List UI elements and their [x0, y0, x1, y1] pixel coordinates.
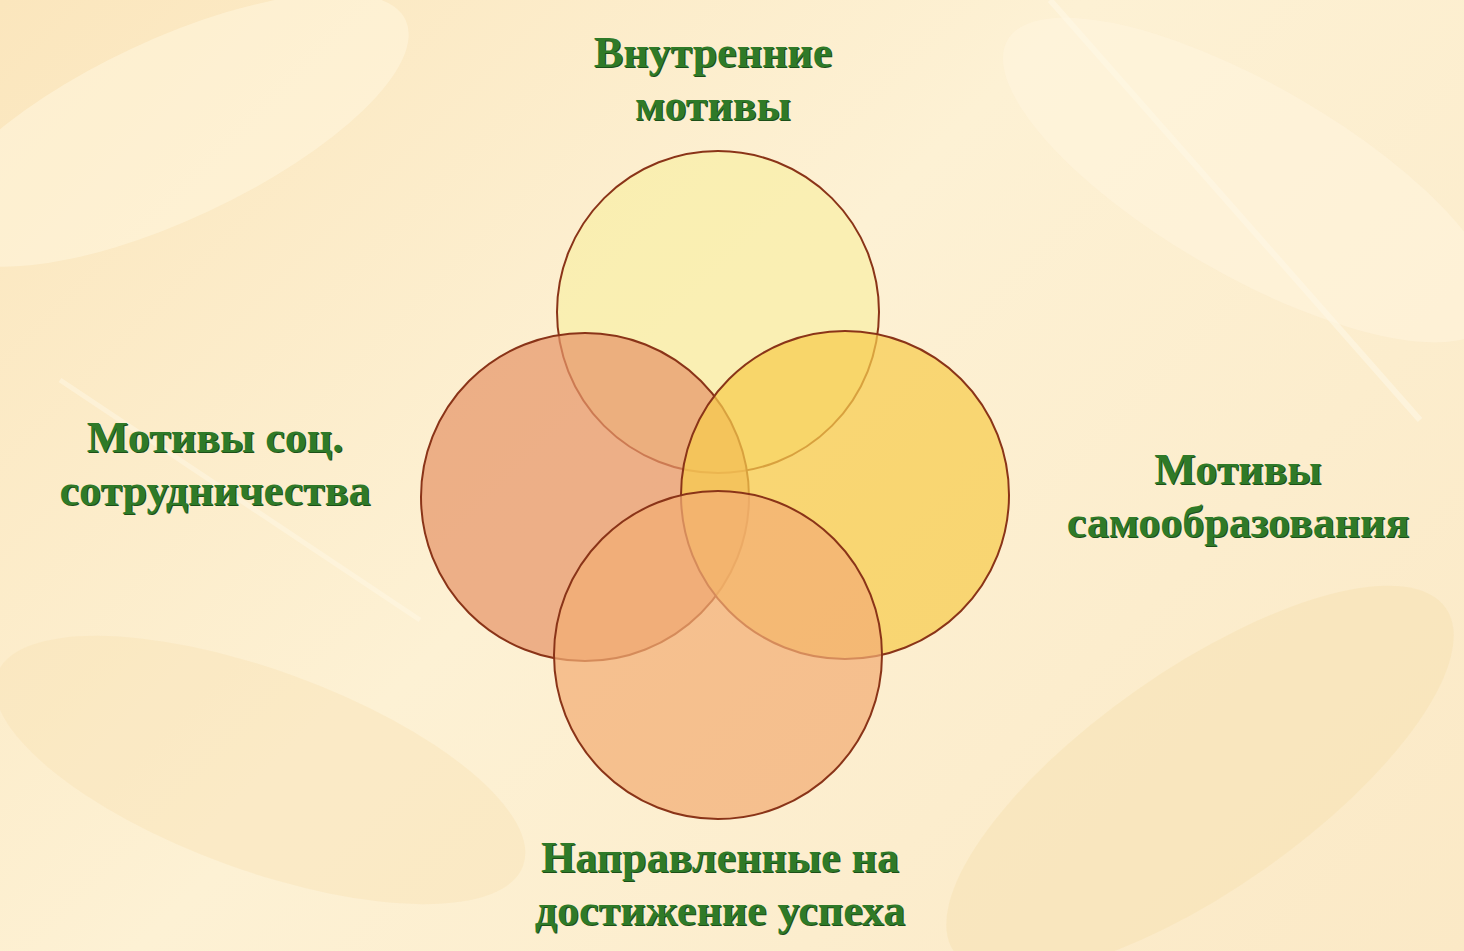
- circle-outline: [554, 491, 882, 819]
- circle-node: Направленные на достижение успеха: [553, 490, 883, 820]
- circle-label: Внутренние мотивы: [548, 27, 878, 133]
- circle-label: Направленные на достижение успеха: [470, 832, 970, 938]
- circle-shape: [553, 490, 883, 820]
- circle-label: Мотивы соц. сотрудничества: [55, 412, 375, 518]
- circle-label: Мотивы самообразования: [1018, 444, 1458, 550]
